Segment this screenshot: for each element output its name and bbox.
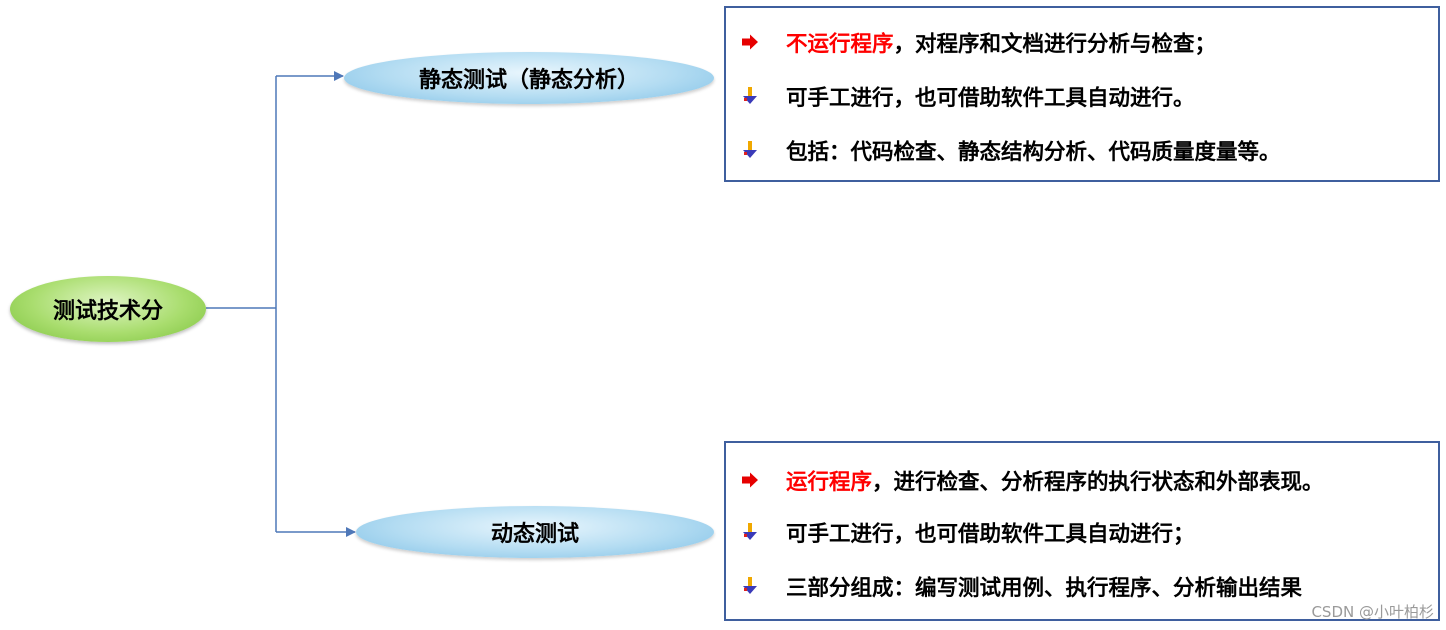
dynamic-bullet-2-text: 可手工进行，也可借助软件工具自动进行； — [786, 521, 1195, 547]
static-test-node: 静态测试（静态分析） — [344, 52, 714, 104]
dynamic-bullet-1: 运行程序，进行检查、分析程序的执行状态和外部表现。 — [740, 463, 1324, 497]
red-arrow-icon — [742, 472, 758, 488]
down-arrow-icon — [743, 87, 757, 104]
dynamic-test-node: 动态测试 — [356, 506, 714, 558]
static-bullet-1-highlight: 不运行程序 — [786, 31, 894, 57]
root-node-label: 测试技术分 — [52, 299, 163, 324]
dynamic-bullet-3-text: 三部分组成：编写测试用例、执行程序、分析输出结果 — [786, 575, 1303, 601]
static-bullet-3-text: 包括：代码检查、静态结构分析、代码质量度量等。 — [786, 139, 1281, 165]
down-arrow-icon — [743, 141, 757, 158]
dynamic-bullet-1-highlight: 运行程序 — [786, 469, 873, 495]
down-arrow-icon — [743, 523, 757, 540]
down-arrow-icon — [743, 577, 757, 594]
static-bullet-1-text: ，对程序和文档进行分析与检查； — [893, 31, 1217, 57]
static-bullet-3: 包括：代码检查、静态结构分析、代码质量度量等。 — [740, 133, 1281, 167]
static-bullet-1: 不运行程序，对程序和文档进行分析与检查； — [740, 25, 1216, 59]
root-node: 测试技术分 — [10, 276, 206, 342]
static-detail-box: 不运行程序，对程序和文档进行分析与检查； 可手工进行，也可借助软件工具自动进行。… — [724, 6, 1440, 182]
static-bullet-2-text: 可手工进行，也可借助软件工具自动进行。 — [786, 85, 1195, 111]
static-test-label: 静态测试（静态分析） — [418, 68, 639, 93]
dynamic-bullet-2: 可手工进行，也可借助软件工具自动进行； — [740, 515, 1195, 549]
red-arrow-icon — [742, 34, 758, 50]
dynamic-detail-box: 运行程序，进行检查、分析程序的执行状态和外部表现。 可手工进行，也可借助软件工具… — [724, 441, 1440, 621]
watermark: CSDN @小叶柏杉 — [1311, 603, 1434, 621]
static-bullet-2: 可手工进行，也可借助软件工具自动进行。 — [740, 79, 1195, 113]
dynamic-test-label: 动态测试 — [490, 522, 579, 547]
dynamic-bullet-3: 三部分组成：编写测试用例、执行程序、分析输出结果 — [740, 569, 1302, 603]
dynamic-bullet-1-text: ，进行检查、分析程序的执行状态和外部表现。 — [872, 469, 1324, 495]
